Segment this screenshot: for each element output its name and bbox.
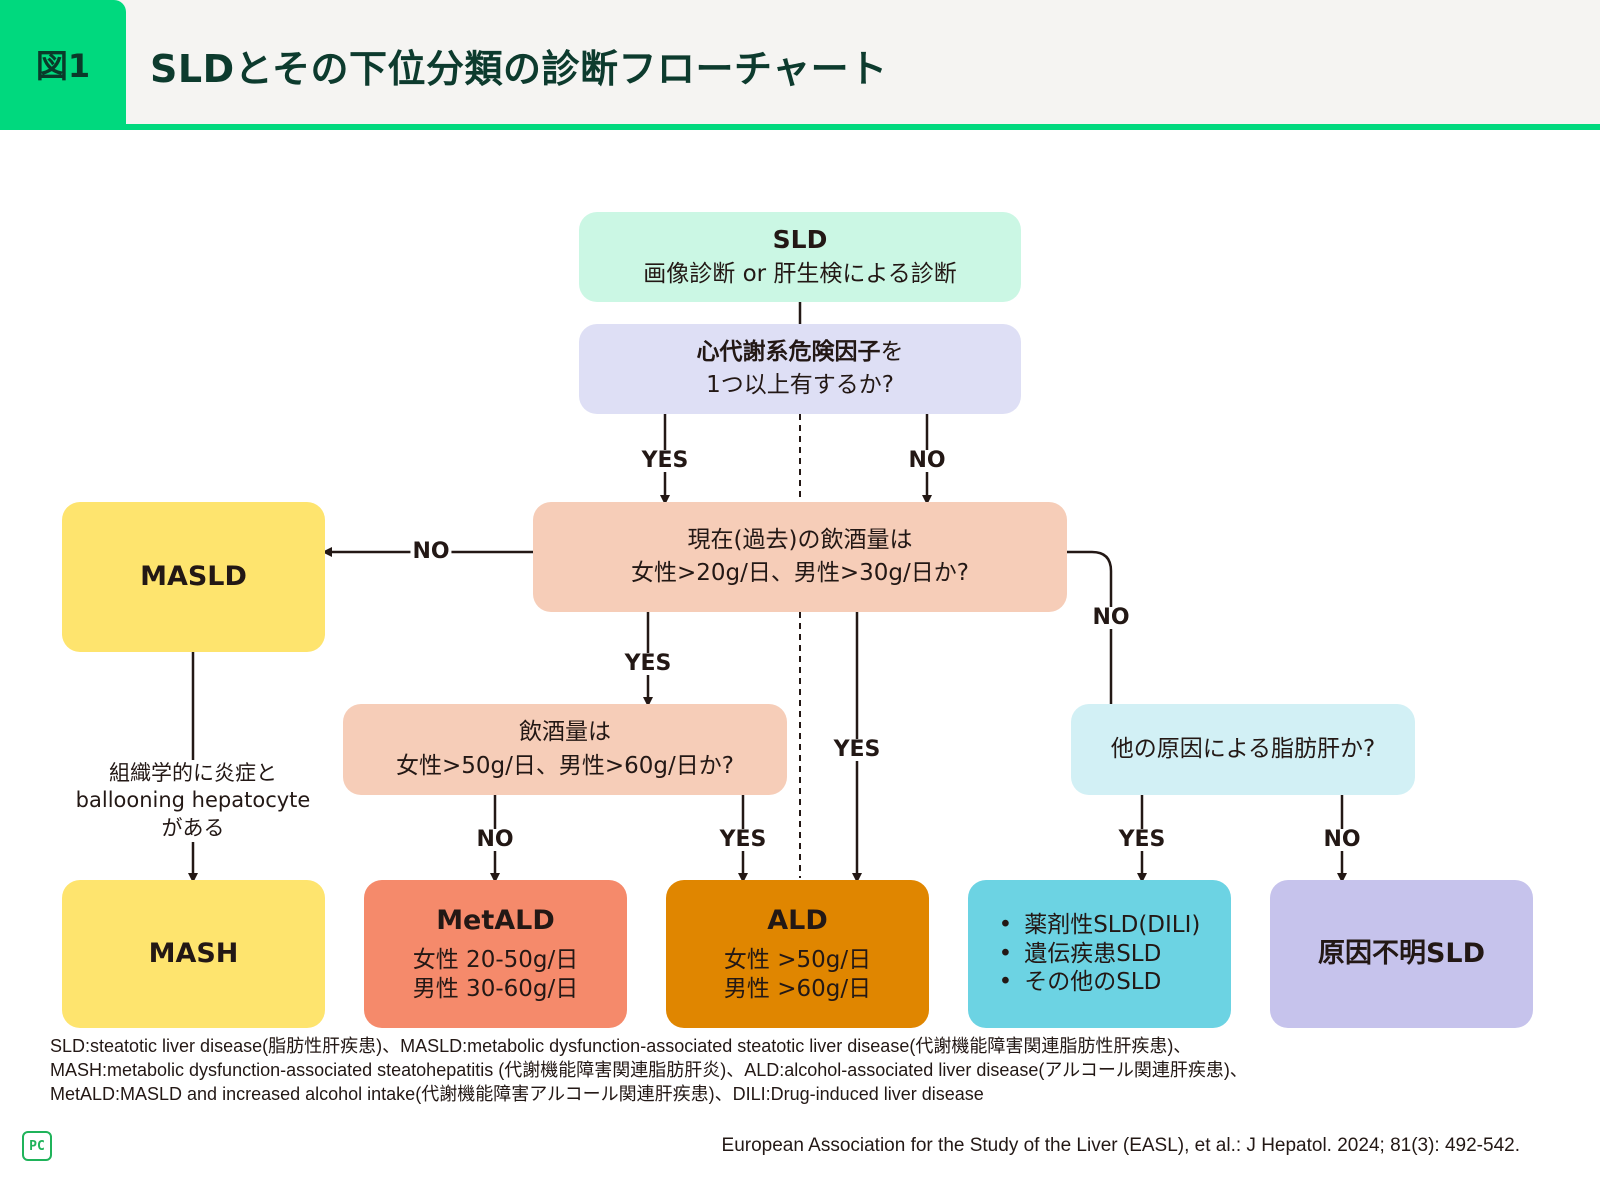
node-ald: ALD 女性 >50g/日 男性 >60g/日	[666, 880, 929, 1028]
node-risk-rest: を	[880, 338, 904, 365]
label-other-yes: YES	[1116, 827, 1168, 852]
node-metald-title: MetALD	[436, 905, 555, 937]
node-sld: SLD 画像診断 or 肝生検による診断	[579, 212, 1021, 302]
note-line: がある	[161, 815, 225, 840]
node-q2-line1: 飲酒量は	[519, 719, 611, 746]
footnotes: SLD:steatotic liver disease(脂肪性肝疾患)、MASL…	[50, 1034, 1248, 1106]
node-metald-line2: 男性 30-60g/日	[412, 975, 579, 1002]
pc-logo-icon: PC	[22, 1131, 52, 1161]
label-masld-to-mash: 組織学的に炎症と ballooning hepatocyte がある	[75, 760, 311, 842]
node-risk-bold: 心代謝系危険因子	[696, 338, 881, 365]
node-mash: MASH	[62, 880, 325, 1028]
other-sld-list: 薬剤性SLD(DILI) 遺伝疾患SLD その他のSLD	[999, 911, 1201, 997]
node-q1-line2: 女性>20g/日、男性>30g/日か?	[631, 560, 969, 586]
page-title: SLDとその下位分類の診断フローチャート	[150, 47, 888, 91]
figure-label: 図1	[0, 0, 126, 128]
footnote-line: SLD:steatotic liver disease(脂肪性肝疾患)、MASL…	[50, 1036, 1192, 1056]
label-risk-no: NO	[906, 448, 948, 473]
node-unknown-sld: 原因不明SLD	[1270, 880, 1533, 1028]
node-metald-line1: 女性 20-50g/日	[412, 947, 579, 974]
note-line: 組織学的に炎症と	[108, 761, 277, 785]
node-masld-title: MASLD	[140, 561, 247, 593]
header-divider	[0, 124, 1600, 130]
list-item: 薬剤性SLD(DILI)	[999, 911, 1200, 940]
edge-q1-no-other	[1067, 550, 1113, 704]
citation: European Association for the Study of th…	[721, 1135, 1520, 1156]
node-ald-line2: 男性 >60g/日	[723, 975, 872, 1002]
node-masld: MASLD	[62, 502, 325, 652]
node-risk-line2: 1つ以上有するか?	[706, 372, 894, 398]
note-line: ballooning hepatocyte	[75, 788, 311, 813]
list-item: 遺伝疾患SLD	[999, 940, 1201, 969]
node-mash-title: MASH	[148, 938, 239, 970]
node-alcohol-question-1: 現在(過去)の飲酒量は 女性>20g/日、男性>30g/日か?	[533, 502, 1067, 612]
label-q1-yes-q2: YES	[622, 651, 674, 676]
node-risk-line1: 心代謝系危険因子を	[697, 336, 904, 369]
list-item: その他のSLD	[999, 968, 1201, 997]
label-risk-yes: YES	[639, 448, 691, 473]
node-unknown-sld-title: 原因不明SLD	[1317, 938, 1486, 970]
label-q1-no-other: NO	[1090, 605, 1132, 630]
node-other-cause: 他の原因による脂肪肝か?	[1071, 704, 1415, 795]
node-metald: MetALD 女性 20-50g/日 男性 30-60g/日	[364, 880, 627, 1028]
node-q1-line1: 現在(過去)の飲酒量は	[687, 526, 913, 553]
label-q1-yes-ald: YES	[831, 737, 883, 762]
node-q2-line2: 女性>50g/日、男性>60g/日か?	[396, 752, 734, 779]
footnote-line: MetALD:MASLD and increased alcohol intak…	[50, 1084, 984, 1104]
node-other-sld: 薬剤性SLD(DILI) 遺伝疾患SLD その他のSLD	[968, 880, 1231, 1028]
node-ald-line1: 女性 >50g/日	[723, 947, 872, 974]
node-other-cause-text: 他の原因による脂肪肝か?	[1110, 735, 1376, 762]
node-ald-title: ALD	[767, 905, 828, 937]
node-risk-factors: 心代謝系危険因子を 1つ以上有するか?	[579, 324, 1021, 414]
node-alcohol-question-2: 飲酒量は 女性>50g/日、男性>60g/日か?	[343, 704, 787, 795]
header	[0, 0, 1600, 128]
label-q1-no-masld: NO	[410, 539, 452, 564]
label-q2-no: NO	[474, 827, 516, 852]
label-other-no: NO	[1321, 827, 1363, 852]
footnote-line: MASH:metabolic dysfunction-associated st…	[50, 1060, 1248, 1080]
label-q2-yes: YES	[717, 827, 769, 852]
node-sld-title: SLD	[772, 225, 828, 255]
node-sld-subtitle: 画像診断 or 肝生検による診断	[643, 261, 957, 288]
